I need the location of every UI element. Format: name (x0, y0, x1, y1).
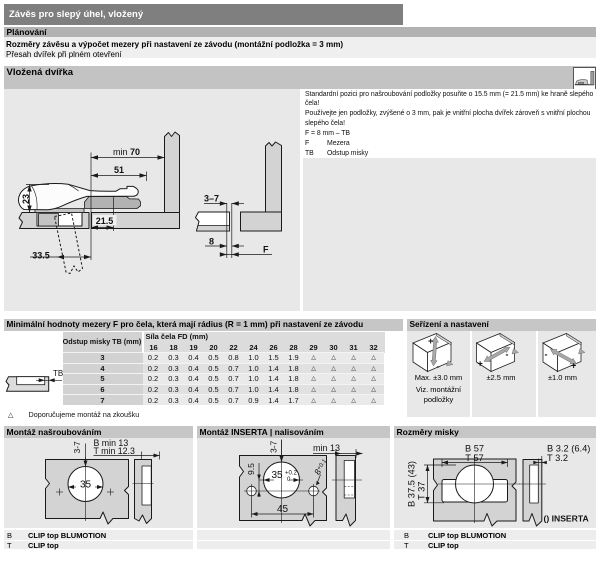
svg-text:-: - (506, 349, 509, 359)
svg-text:3–7: 3–7 (204, 194, 219, 204)
svg-text:+0.2: +0.2 (285, 471, 298, 477)
svg-text:B min 13: B min 13 (94, 438, 129, 448)
svg-text:min 13: min 13 (313, 443, 340, 453)
svg-text:35: 35 (272, 470, 284, 481)
svg-text:B 37.5 (43): B 37.5 (43) (407, 461, 417, 507)
svg-text:+: + (478, 358, 483, 368)
svg-text:TB: TB (53, 369, 63, 378)
svg-text:min 70: min 70 (113, 147, 140, 157)
svg-text:F: F (263, 245, 269, 255)
svg-text:21.5: 21.5 (96, 216, 114, 226)
svg-text:9.5: 9.5 (246, 463, 256, 475)
svg-text:T min 12.3: T min 12.3 (94, 446, 136, 456)
svg-text:T 57: T 57 (465, 453, 483, 463)
svg-text:8: 8 (209, 237, 214, 247)
svg-text:45: 45 (277, 504, 289, 515)
svg-text:3-7: 3-7 (72, 441, 82, 454)
svg-text:() INSERTA: () INSERTA (544, 514, 589, 524)
svg-text:33.5: 33.5 (32, 251, 50, 261)
svg-text:51: 51 (114, 165, 124, 175)
svg-text:T 3.2: T 3.2 (547, 453, 568, 463)
svg-text:23: 23 (21, 194, 31, 204)
svg-text:B 3.2 (6.4): B 3.2 (6.4) (547, 444, 590, 454)
svg-text:3-7: 3-7 (269, 440, 279, 453)
svg-text:0: 0 (287, 477, 291, 483)
svg-text:T 37: T 37 (417, 482, 427, 500)
svg-text:35: 35 (80, 480, 92, 491)
svg-text:B 57: B 57 (465, 444, 484, 454)
svg-text:-: - (545, 349, 548, 359)
svg-text:+: + (428, 336, 433, 346)
svg-text:+: + (571, 360, 576, 370)
svg-text:-: - (437, 361, 440, 371)
